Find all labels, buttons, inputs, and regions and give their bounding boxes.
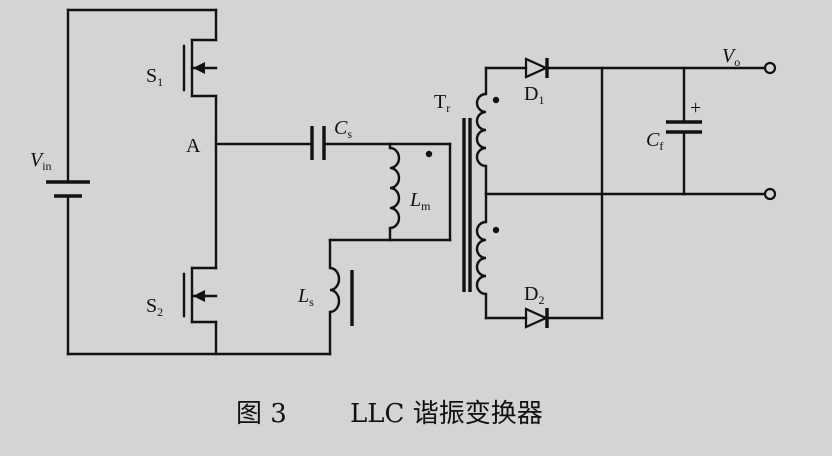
figure-title: LLC 谐振变换器 [350,399,543,429]
output-terminal-negative [763,187,777,201]
label-d2: D2 [524,283,544,307]
label-s1: S1 [146,65,163,89]
magnetizing-inductor-lm [328,142,452,242]
input-wiring [66,8,332,356]
resonant-capacitor-cs [214,126,392,160]
mosfet-s2 [182,266,218,324]
label-cf-plus: + [690,97,701,119]
label-cs: Cs [334,117,352,141]
transformer-core [462,118,472,292]
label-vin: Vin [30,149,52,173]
output-terminal-positive [763,61,777,75]
output-capacitor-cf [666,66,702,196]
diode-d1 [484,57,772,79]
label-cf: Cf [646,129,663,153]
diode-d2 [484,66,604,329]
resonant-inductor-ls [328,238,354,356]
label-d1: D1 [524,83,544,107]
label-s2: S2 [146,295,163,319]
figure-number: 图 3 [236,399,287,429]
label-lm: Lm [409,189,431,213]
label-vo: Vo [722,45,740,69]
mosfet-s1 [182,38,218,98]
label-tr: Tr [434,91,450,115]
input-voltage-source [46,8,90,356]
label-ls: Ls [297,285,314,309]
label-node-a: A [186,135,201,157]
transformer-secondary [475,66,772,320]
